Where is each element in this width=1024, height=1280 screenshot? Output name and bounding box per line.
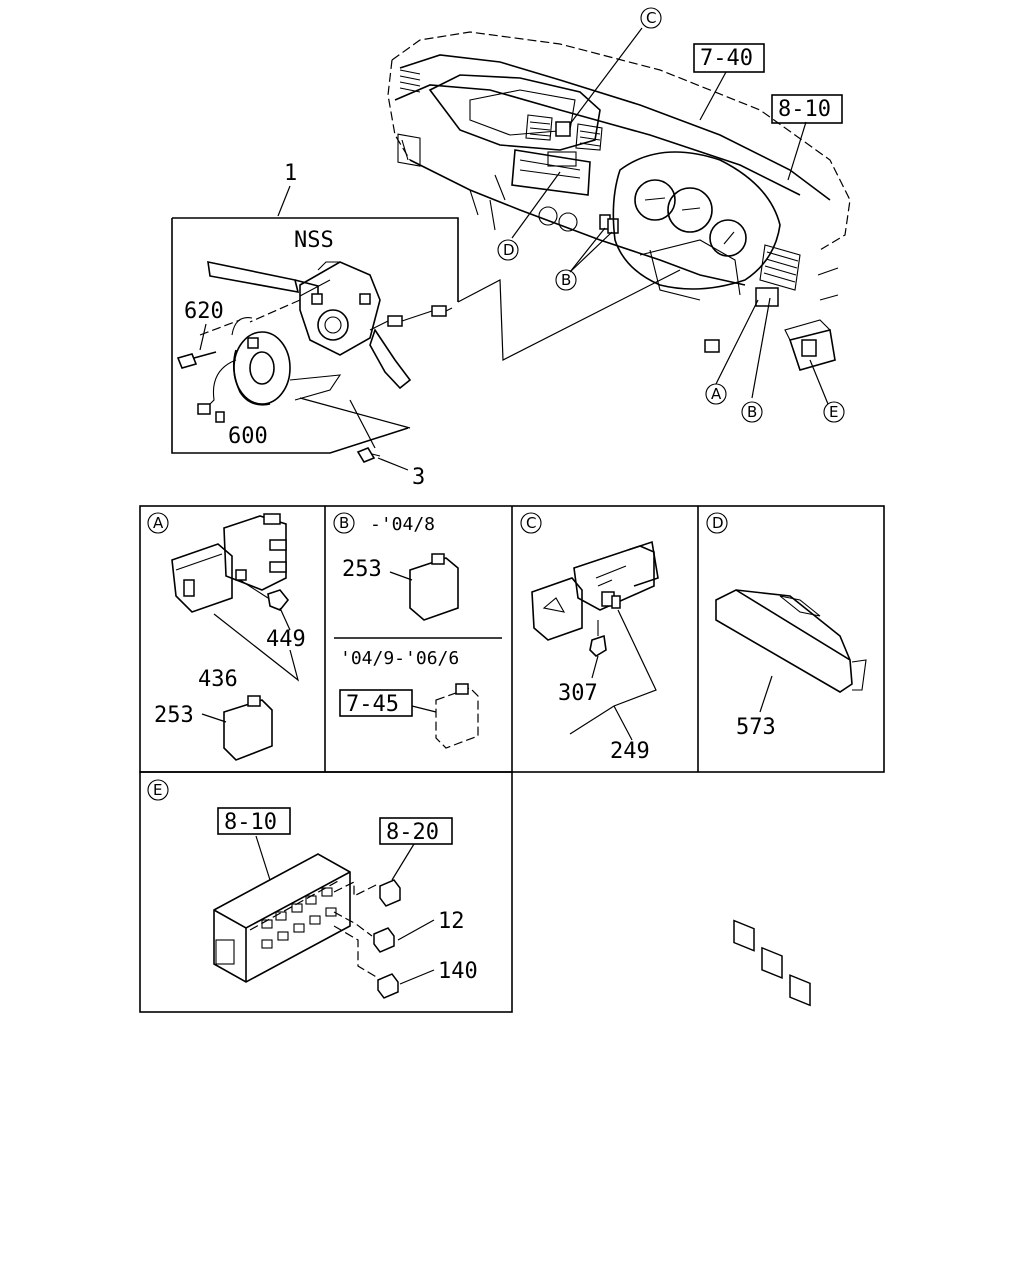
callout-e-main: E [823, 401, 845, 423]
part-253-a-label: 253 [154, 703, 194, 728]
part-573-label: 573 [736, 715, 776, 740]
svg-text:A: A [711, 385, 722, 403]
callout-b2-main: B [741, 401, 763, 423]
callout-d-main: D [497, 239, 519, 261]
panel-c: C 307 249 [520, 512, 659, 764]
part-600-label: 600 [228, 424, 268, 449]
main-leader-lines [457, 27, 829, 405]
svg-text:C: C [526, 514, 536, 532]
combination-switch-box [171, 185, 459, 471]
dashboard-illustration [387, 31, 851, 371]
panel-e: E 8-10 8-20 12 140 [147, 779, 478, 999]
svg-text:E: E [153, 781, 162, 799]
part-620-label: 620 [184, 299, 224, 324]
part-449-label: 449 [266, 627, 306, 652]
part-3-label: 3 [412, 465, 425, 490]
part-436-label: 436 [198, 667, 238, 692]
part-307-label: 307 [558, 681, 598, 706]
svg-text:8-10: 8-10 [778, 97, 831, 122]
svg-text:D: D [503, 241, 515, 259]
part-249-label: 249 [610, 739, 650, 764]
ref-box-8-10: 8-10 [771, 94, 843, 124]
callout-b-main: B [555, 269, 577, 291]
detail-grid [139, 505, 885, 1013]
date-range-1: -'04/8 [370, 514, 435, 535]
svg-text:B: B [561, 271, 571, 289]
ref-8-20-label: 8-20 [386, 820, 439, 845]
part-12-label: 12 [438, 909, 465, 934]
svg-text:D: D [712, 514, 724, 532]
svg-text:C: C [646, 9, 656, 27]
ref-7-45-label: 7-45 [346, 692, 399, 717]
svg-text:7-40: 7-40 [700, 46, 753, 71]
date-range-2: '04/9-'06/6 [340, 648, 459, 669]
part-253-b-label: 253 [342, 557, 382, 582]
panel-d: D 573 [706, 512, 867, 1007]
callout-a-main: A [705, 383, 727, 405]
callout-c-main: C [640, 7, 662, 29]
ref-box-7-40: 7-40 [693, 43, 765, 73]
svg-text:A: A [153, 514, 164, 532]
panel-a: A 449 436 253 [147, 512, 306, 761]
nss-label: NSS [294, 228, 334, 253]
panel-b: B -'04/8 253 '04/9-'06/6 7-45 [333, 512, 502, 749]
part-140-label: 140 [438, 959, 478, 984]
svg-text:B: B [747, 403, 757, 421]
part-1-label: 1 [284, 161, 297, 186]
svg-text:E: E [829, 403, 838, 421]
svg-text:B: B [339, 514, 349, 532]
ref-8-10-e-label: 8-10 [224, 810, 277, 835]
